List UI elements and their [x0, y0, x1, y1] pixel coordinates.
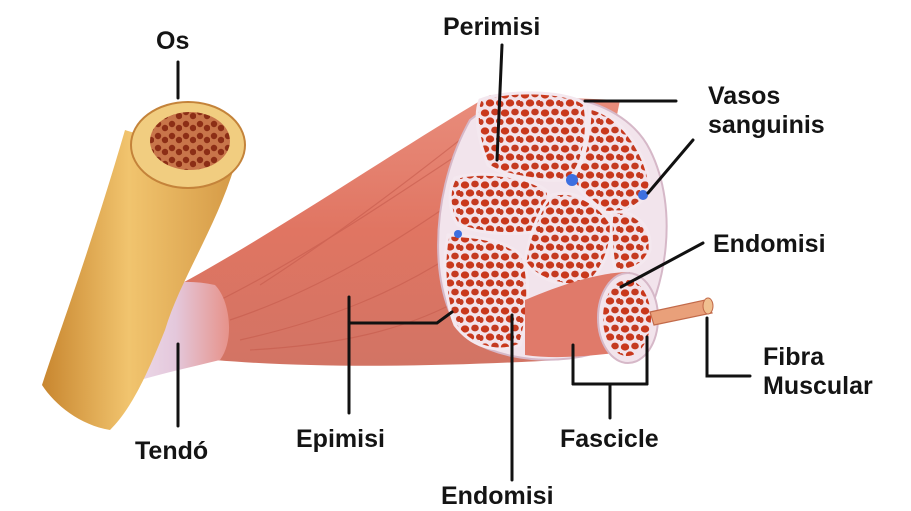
label-os: Os [156, 27, 189, 55]
label-vasos-line2: sanguinis [708, 111, 825, 140]
label-tendo: Tendó [135, 437, 208, 465]
label-perimisi: Perimisi [443, 13, 540, 41]
label-vasos-line1: Vasos [708, 82, 825, 111]
fascicle-top-left [477, 93, 586, 181]
label-epimisi: Epimisi [296, 425, 385, 453]
label-fibra-muscular: Fibra Muscular [763, 343, 873, 401]
blood-vessel-dot [454, 230, 462, 238]
label-endomisi-bottom: Endomisi [441, 482, 554, 510]
label-fascicle: Fascicle [560, 425, 659, 453]
fascicle-end-fibers [603, 280, 651, 356]
label-fibra-line2: Muscular [763, 372, 873, 401]
label-endomisi-right: Endomisi [713, 230, 826, 258]
label-fibra-line1: Fibra [763, 343, 873, 372]
blood-vessel-dot [638, 190, 648, 200]
bone-marrow [150, 112, 230, 170]
muscle-fiber-end [703, 298, 713, 314]
label-vasos-sanguinis: Vasos sanguinis [708, 82, 825, 140]
leader-fibra [707, 318, 750, 376]
blood-vessel-dot [566, 174, 578, 186]
